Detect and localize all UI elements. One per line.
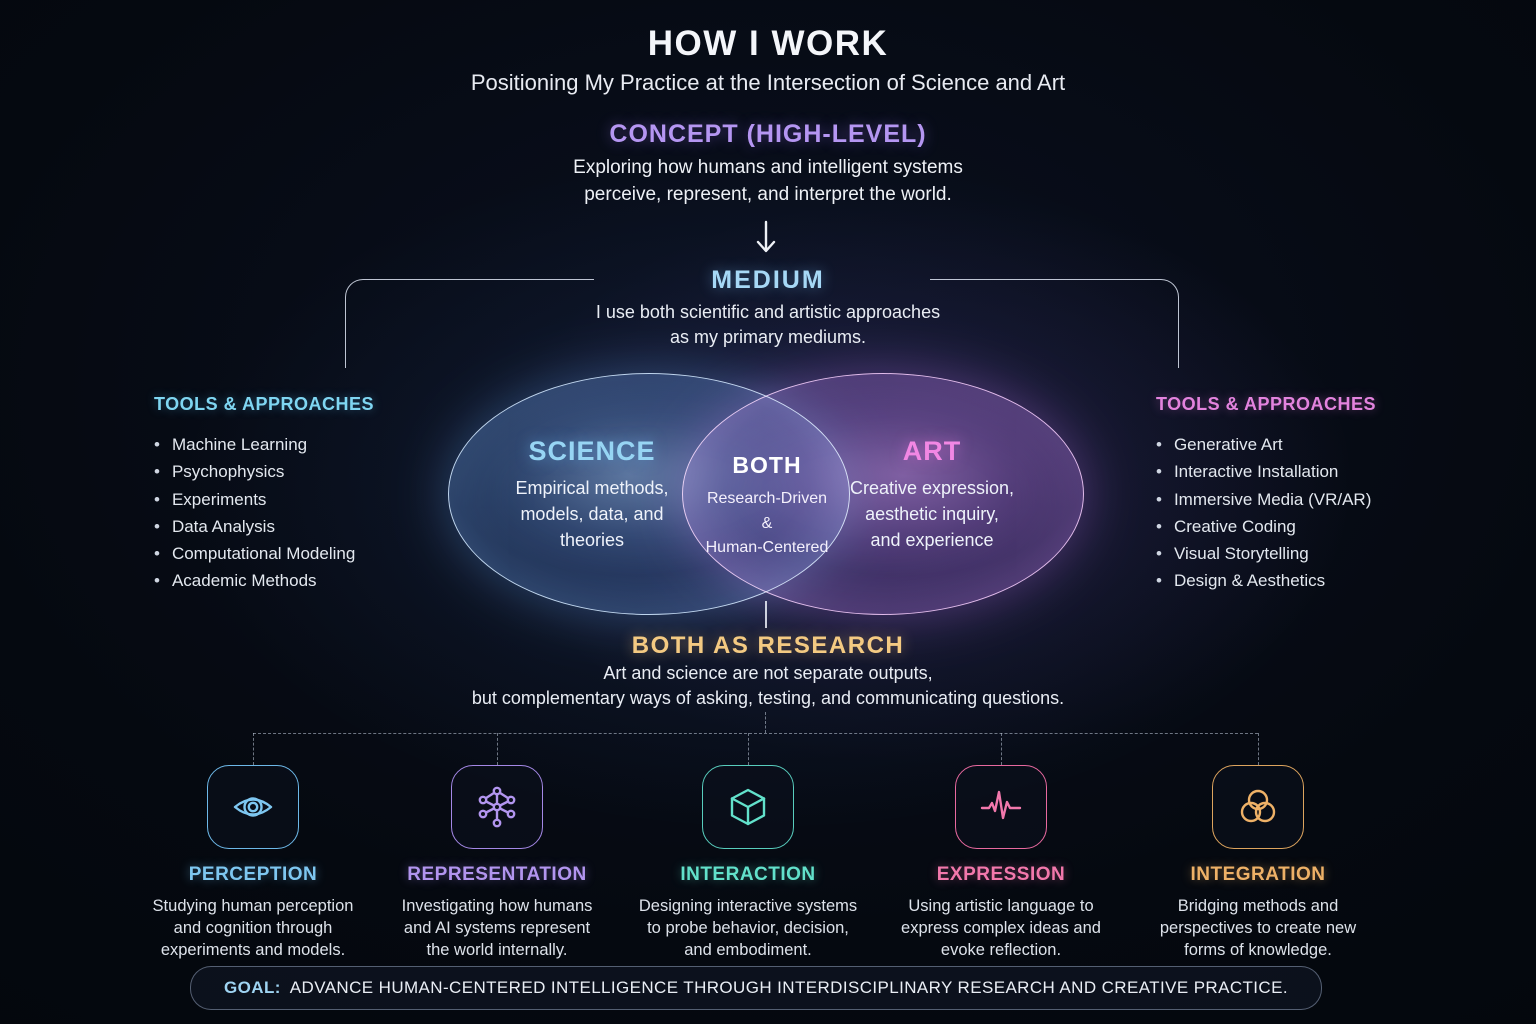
venn-art-description: Creative expression, aesthetic inquiry, …: [849, 478, 1015, 550]
medium-bracket-right: [930, 279, 1179, 368]
page-title: HOW I WORK: [647, 24, 889, 63]
pillar-label: INTERACTION: [680, 864, 816, 885]
connector-dash-horizontal: [253, 733, 1258, 734]
pillar-card-expression: EXPRESSION Using artistic language to ex…: [881, 765, 1121, 961]
goal-banner: GOAL: ADVANCE HUMAN-CENTERED INTELLIGENC…: [190, 966, 1322, 1010]
list-item: Immersive Media (VR/AR): [1156, 486, 1456, 513]
connector-dash-1: [253, 733, 254, 765]
pillar-card-representation: REPRESENTATION Investigating how humans …: [377, 765, 617, 961]
pillar-card-interaction: INTERACTION Designing interactive system…: [628, 765, 868, 961]
venn-both-label: BOTH: [732, 452, 802, 478]
list-item: Experiments: [154, 486, 454, 513]
cube-icon: [702, 765, 794, 849]
pillar-description: Bridging methods and perspectives to cre…: [1159, 897, 1357, 959]
down-arrow-icon: [756, 220, 776, 253]
venn-science-description: Empirical methods, models, data, and the…: [515, 478, 669, 550]
connector-dash-2: [497, 733, 498, 765]
concept-line-1: Exploring how humans and intelligent sys…: [573, 157, 963, 178]
research-line-2: but complementary ways of asking, testin…: [471, 688, 1065, 708]
pillar-label: REPRESENTATION: [407, 864, 587, 885]
network-icon: [451, 765, 543, 849]
research-line-1: Art and science are not separate outputs…: [603, 663, 933, 683]
concept-line-2: perceive, represent, and interpret the w…: [584, 184, 952, 205]
page-subtitle: Positioning My Practice at the Intersect…: [470, 70, 1066, 95]
connector-dash-4: [1001, 733, 1002, 765]
list-item: Psychophysics: [154, 458, 454, 485]
tools-right-heading: TOOLS & APPROACHES: [1156, 394, 1377, 414]
tools-approaches-left: TOOLS & APPROACHES Machine Learning Psyc…: [154, 394, 454, 595]
tools-approaches-right: TOOLS & APPROACHES Generative Art Intera…: [1156, 394, 1456, 595]
tools-left-heading: TOOLS & APPROACHES: [154, 394, 375, 414]
goal-label: GOAL:: [224, 978, 281, 997]
connector-dash-center: [765, 712, 766, 733]
list-item: Machine Learning: [154, 431, 454, 458]
list-item: Creative Coding: [1156, 513, 1456, 540]
pillar-label: EXPRESSION: [936, 864, 1066, 885]
venn-science-label: SCIENCE: [528, 436, 656, 466]
concept-heading: CONCEPT (HIGH-LEVEL): [609, 120, 927, 148]
list-item: Generative Art: [1156, 431, 1456, 458]
pillar-card-integration: INTEGRATION Bridging methods and perspec…: [1138, 765, 1378, 961]
medium-line-1: I use both scientific and artistic appro…: [595, 302, 941, 322]
connector-dash-3: [748, 733, 749, 765]
medium-heading: MEDIUM: [711, 266, 825, 294]
tools-left-list: Machine Learning Psychophysics Experimen…: [154, 431, 454, 595]
pillar-description: Designing interactive systems to probe b…: [638, 897, 858, 959]
research-heading: BOTH AS RESEARCH: [631, 632, 905, 659]
venn-art-label: ART: [902, 436, 962, 466]
pillar-card-perception: PERCEPTION Studying human perception and…: [133, 765, 373, 961]
pillar-label: PERCEPTION: [188, 864, 318, 885]
venn-both-description: Research-Driven & Human-Centered: [705, 490, 829, 556]
list-item: Academic Methods: [154, 567, 454, 594]
list-item: Data Analysis: [154, 513, 454, 540]
pillar-description: Using artistic language to express compl…: [901, 897, 1101, 959]
goal-text: ADVANCE HUMAN-CENTERED INTELLIGENCE THRO…: [289, 978, 1288, 997]
tools-right-list: Generative Art Interactive Installation …: [1156, 431, 1456, 595]
pillar-description: Investigating how humans and AI systems …: [401, 897, 593, 959]
list-item: Design & Aesthetics: [1156, 567, 1456, 594]
connector-dash-5: [1258, 733, 1259, 765]
pillar-description: Studying human perception and cognition …: [152, 897, 354, 959]
list-item: Visual Storytelling: [1156, 540, 1456, 567]
medium-bracket-left: [345, 279, 594, 368]
list-item: Computational Modeling: [154, 540, 454, 567]
venn-circles-icon: [1212, 765, 1304, 849]
venn-art-ellipse: [682, 373, 1084, 615]
waveform-icon: [955, 765, 1047, 849]
medium-line-2: as my primary mediums.: [669, 327, 867, 347]
venn-connector-line: [765, 601, 767, 628]
eye-icon: [207, 765, 299, 849]
list-item: Interactive Installation: [1156, 458, 1456, 485]
pillar-label: INTEGRATION: [1190, 864, 1326, 885]
